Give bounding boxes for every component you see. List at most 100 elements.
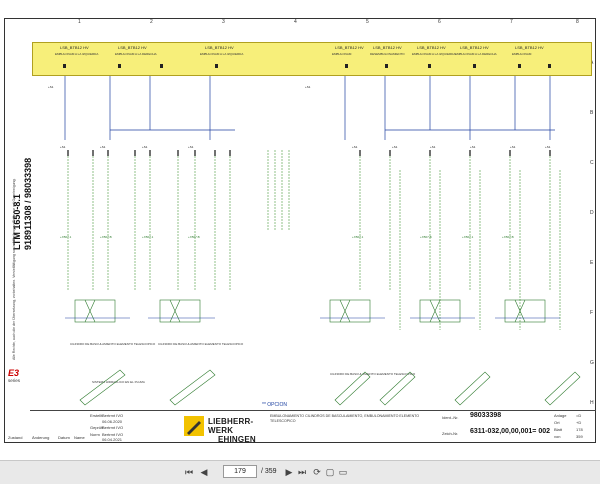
ident-label: Ident.-Nr. <box>442 415 459 420</box>
top-bus-bar <box>32 42 592 76</box>
diagram-caption: CILINDRO DE BASCULAMIENTO ELEMENTO TELES… <box>70 342 156 346</box>
drawing-number-value: 6311-032,00,00,001= 002 <box>470 428 550 435</box>
option-note: ** OPCION <box>262 402 288 408</box>
row-letter: B <box>590 110 594 116</box>
svg-text:+S1: +S1 <box>60 145 66 149</box>
series-logo: E3 <box>8 368 20 378</box>
top-sublabel: EMBULONAM A LA IZQUIERDA <box>200 52 243 56</box>
svg-text:+S1: +S1 <box>392 145 398 149</box>
top-label: LSB_BTB12 HV <box>515 45 544 50</box>
tb-footer-col: Name <box>74 435 85 440</box>
svg-text:+S1: +S1 <box>545 145 551 149</box>
blatt-value: 178 <box>576 427 583 432</box>
tb-row-name: Bertrmt IVO <box>102 413 124 418</box>
svg-text:+S1: +S1 <box>470 145 476 149</box>
brand-line-2: EHINGEN <box>218 435 256 444</box>
svg-text:+S1: +S1 <box>305 85 311 89</box>
svg-text:+S1: +S1 <box>352 145 358 149</box>
tb-footer-col: Datum <box>58 435 70 440</box>
tb-row-label: Norm <box>90 432 100 437</box>
column-number: 1 <box>78 19 81 25</box>
tb-footer-col: Zustand <box>8 435 23 440</box>
page-total: / 359 <box>261 468 277 475</box>
top-sublabel: EMBULONAM A LA DERECHA <box>455 52 497 56</box>
svg-text:+X567.B: +X567.B <box>420 235 432 239</box>
diagram-caption: SISTEMA HIDRAULICO EN EL PLUMA <box>92 380 145 384</box>
top-label: LSB_BTB12 HV <box>205 45 234 50</box>
crane-logo-icon <box>184 416 204 436</box>
rotate-icon[interactable]: ⟳ <box>313 467 321 477</box>
column-number: 2 <box>150 19 153 25</box>
top-label: LSB_BTB12 HV <box>118 45 147 50</box>
prev-page-icon[interactable]: ◀ <box>200 467 208 477</box>
tb-row-name: Bertrmt IVO <box>102 432 124 437</box>
schematic-drawing: LSB_BTB12 HV LSB_BTB12 HV LSB_BTB12 HV L… <box>48 45 581 406</box>
svg-text:+S1: +S1 <box>510 145 516 149</box>
tb-row-date: 06.06.2020 <box>102 419 123 424</box>
diagram-caption: CILINDRO DE BASCULAMIENTO ELEMENTO TELES… <box>158 342 244 346</box>
drawing-description: EMBULONAMIENTO CILINDROS DE BASCULAMIENT… <box>270 414 420 423</box>
von-label: von <box>554 434 561 439</box>
row-letter: E <box>590 260 594 266</box>
top-label: LSB_BTB12 HV <box>373 45 402 50</box>
column-number: 5 <box>366 19 369 25</box>
top-label: LSB_BTB12 HV <box>335 45 364 50</box>
column-number: 6 <box>438 19 441 25</box>
first-page-icon[interactable]: ⏮ <box>184 467 194 477</box>
ident-value: 98033398 <box>470 412 502 419</box>
svg-text:+S1: +S1 <box>100 145 106 149</box>
ort-label: Ort <box>554 420 560 425</box>
drawing-number-label: Zeich-Nr. <box>442 431 459 436</box>
tb-footer-col: Änderung <box>32 435 50 440</box>
tb-row-label: Geprüft <box>90 425 104 430</box>
row-letter: D <box>590 210 594 216</box>
svg-text:+S1: +S1 <box>48 85 54 89</box>
diagram-caption: CILINDRO DE BASCULAMIENTO ELEMENTO TELES… <box>330 372 416 376</box>
svg-text:+X567.B: +X567.B <box>502 235 514 239</box>
brand-line-1: LIEBHERR-WERK <box>208 417 254 435</box>
anlage-label: Anlage <box>554 413 567 418</box>
svg-text:+X567.1: +X567.1 <box>462 235 474 239</box>
schematic-sheet: 1 2 3 4 5 6 7 8 A B C D E F G H LTM 1650… <box>4 18 596 444</box>
fit-page-icon[interactable]: ▢ <box>325 467 335 477</box>
tb-row-label: Erstellt <box>90 413 103 418</box>
viewer-toolbar: ⏮ ◀ / 359 ▶ ⏭ ⟳ ▢ ▭ <box>0 460 600 484</box>
row-letter: F <box>590 310 594 316</box>
title-block: Erstellt Bertrmt IVO 06.06.2020 Geprüft … <box>8 410 596 444</box>
top-sublabel: EMBULONAM A LA IZQUIERDA <box>55 52 98 56</box>
row-letter: C <box>590 160 594 166</box>
svg-text:+X567.B: +X567.B <box>100 235 112 239</box>
series-label: series <box>8 378 21 383</box>
row-letter: H <box>590 400 594 406</box>
next-page-icon[interactable]: ▶ <box>285 467 293 477</box>
svg-text:+X567.1: +X567.1 <box>142 235 154 239</box>
top-label: LSB_BTB12 HV <box>460 45 489 50</box>
column-number: 8 <box>576 19 579 25</box>
column-number: 7 <box>510 19 513 25</box>
last-page-icon[interactable]: ⏭ <box>297 467 307 477</box>
sheet-frame <box>4 18 596 443</box>
svg-text:+X567.1: +X567.1 <box>352 235 364 239</box>
column-number: 3 <box>222 19 225 25</box>
blatt-label: Blatt <box>554 427 563 432</box>
svg-text:+S1: +S1 <box>188 145 194 149</box>
tb-row-name: Bertrmt IVO <box>102 425 124 430</box>
fit-width-icon[interactable]: ▭ <box>338 467 348 477</box>
ort-value: +D <box>576 420 582 425</box>
top-sublabel: EMBULONAM A LA DERECHA <box>115 52 157 56</box>
top-sublabel: EMBULONAM <box>512 52 532 56</box>
column-number: 4 <box>294 19 297 25</box>
page-number-input[interactable] <box>223 465 257 478</box>
svg-text:+X567.B: +X567.B <box>188 235 200 239</box>
top-sublabel: DESEMBULONAMIENTO <box>370 52 405 56</box>
top-label: LSB_BTB12 HV <box>417 45 446 50</box>
top-sublabel: EMBULONAM <box>332 52 352 56</box>
row-letter: G <box>590 360 594 366</box>
liebherr-logo: LIEBHERR-WERK EHINGEN <box>183 413 267 444</box>
svg-text:+S1: +S1 <box>142 145 148 149</box>
top-label: LSB_BTB12 HV <box>60 45 89 50</box>
top-sublabel: EMBULONAM A LA IZQUIERDA <box>412 52 455 56</box>
svg-text:+S1: +S1 <box>430 145 436 149</box>
anlage-value: =D <box>576 413 582 418</box>
svg-text:+X567.1: +X567.1 <box>60 235 72 239</box>
